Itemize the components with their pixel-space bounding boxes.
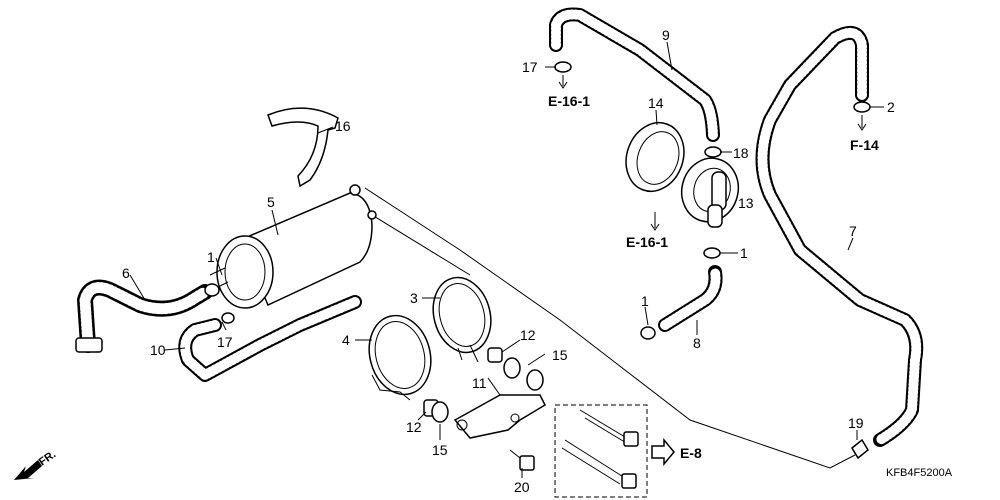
fuel-pump-5 bbox=[209, 184, 377, 309]
label-10: 10 bbox=[150, 342, 166, 358]
label-18: 18 bbox=[733, 145, 749, 161]
label-11: 11 bbox=[472, 375, 487, 391]
hose-8 bbox=[658, 265, 723, 332]
label-2: 2 bbox=[887, 99, 895, 115]
clip-1-mid bbox=[640, 326, 656, 340]
clip-17-top bbox=[554, 61, 572, 73]
label-9: 9 bbox=[662, 27, 670, 43]
label-17-left: 17 bbox=[217, 334, 233, 350]
label-7: 7 bbox=[849, 223, 857, 239]
clip-18 bbox=[704, 146, 722, 158]
grommet-15b bbox=[431, 401, 449, 423]
bracket-11 bbox=[453, 394, 546, 439]
ref-e16-1-top: E-16-1 bbox=[548, 93, 590, 109]
harness-line bbox=[364, 187, 856, 469]
grommet-15a bbox=[503, 357, 544, 391]
harness-line-2 bbox=[371, 214, 471, 276]
arrow-e8 bbox=[651, 437, 675, 467]
arrow-f14 bbox=[857, 115, 867, 131]
drawing-code: KFB4F5200A bbox=[886, 467, 953, 479]
e8-group-box bbox=[554, 404, 648, 498]
label-5: 5 bbox=[267, 194, 275, 210]
filter-ring-14 bbox=[625, 121, 685, 193]
ref-e16-1-mid: E-16-1 bbox=[626, 234, 668, 250]
label-14: 14 bbox=[648, 95, 664, 111]
clip-17-left bbox=[221, 312, 235, 324]
label-19: 19 bbox=[848, 415, 864, 431]
label-12-bottom: 12 bbox=[406, 419, 422, 435]
bolt-20b bbox=[561, 439, 637, 489]
ref-f14: F-14 bbox=[850, 137, 879, 153]
arrow-e161-top bbox=[558, 75, 568, 89]
label-20: 20 bbox=[514, 479, 530, 495]
collar-12a bbox=[487, 347, 503, 363]
label-1-left: 1 bbox=[207, 249, 215, 265]
label-4: 4 bbox=[342, 332, 350, 348]
band-clamp-3 bbox=[432, 276, 492, 363]
label-17-top: 17 bbox=[522, 59, 538, 75]
front-arrow-icon: FR. bbox=[14, 448, 58, 480]
label-3: 3 bbox=[410, 290, 418, 306]
label-8: 8 bbox=[693, 335, 701, 351]
clip-1-left bbox=[204, 283, 220, 297]
band-clamp-4 bbox=[368, 314, 432, 401]
hose-6 bbox=[75, 279, 213, 353]
regulator-13 bbox=[680, 157, 740, 228]
hose-7 bbox=[755, 25, 924, 447]
clip-1-right bbox=[703, 247, 721, 259]
clip-2 bbox=[853, 101, 871, 113]
hose-9 bbox=[549, 7, 720, 142]
label-16: 16 bbox=[335, 118, 351, 134]
label-15-bottom: 15 bbox=[432, 442, 448, 458]
label-15-top: 15 bbox=[552, 347, 568, 363]
ref-e8: E-8 bbox=[680, 445, 702, 461]
bolt-20a bbox=[579, 409, 639, 447]
label-1-right: 1 bbox=[740, 245, 748, 261]
cover-16 bbox=[267, 107, 339, 188]
label-1-mid: 1 bbox=[641, 293, 649, 309]
label-12-top: 12 bbox=[520, 327, 536, 343]
clip-19 bbox=[851, 438, 869, 460]
arrow-e161-mid bbox=[650, 212, 660, 231]
label-6: 6 bbox=[122, 265, 130, 281]
hose-10 bbox=[178, 295, 362, 382]
bolt-20c bbox=[509, 449, 535, 471]
label-13: 13 bbox=[738, 195, 754, 211]
